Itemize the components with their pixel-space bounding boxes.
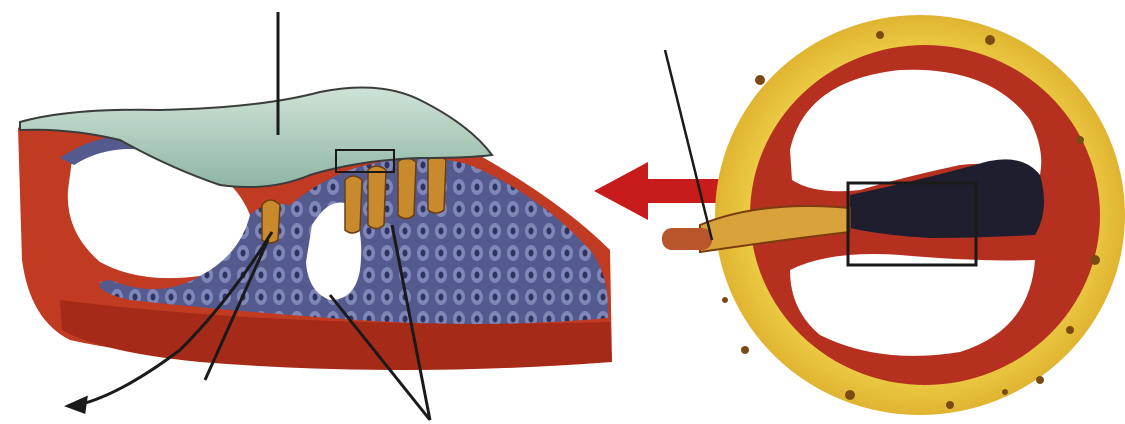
cochlea-cross-section — [662, 15, 1125, 415]
leader-arrowhead — [68, 398, 86, 412]
organ-of-corti-panel — [18, 12, 612, 420]
modiolus — [662, 228, 712, 250]
leader-line-right — [665, 50, 712, 240]
